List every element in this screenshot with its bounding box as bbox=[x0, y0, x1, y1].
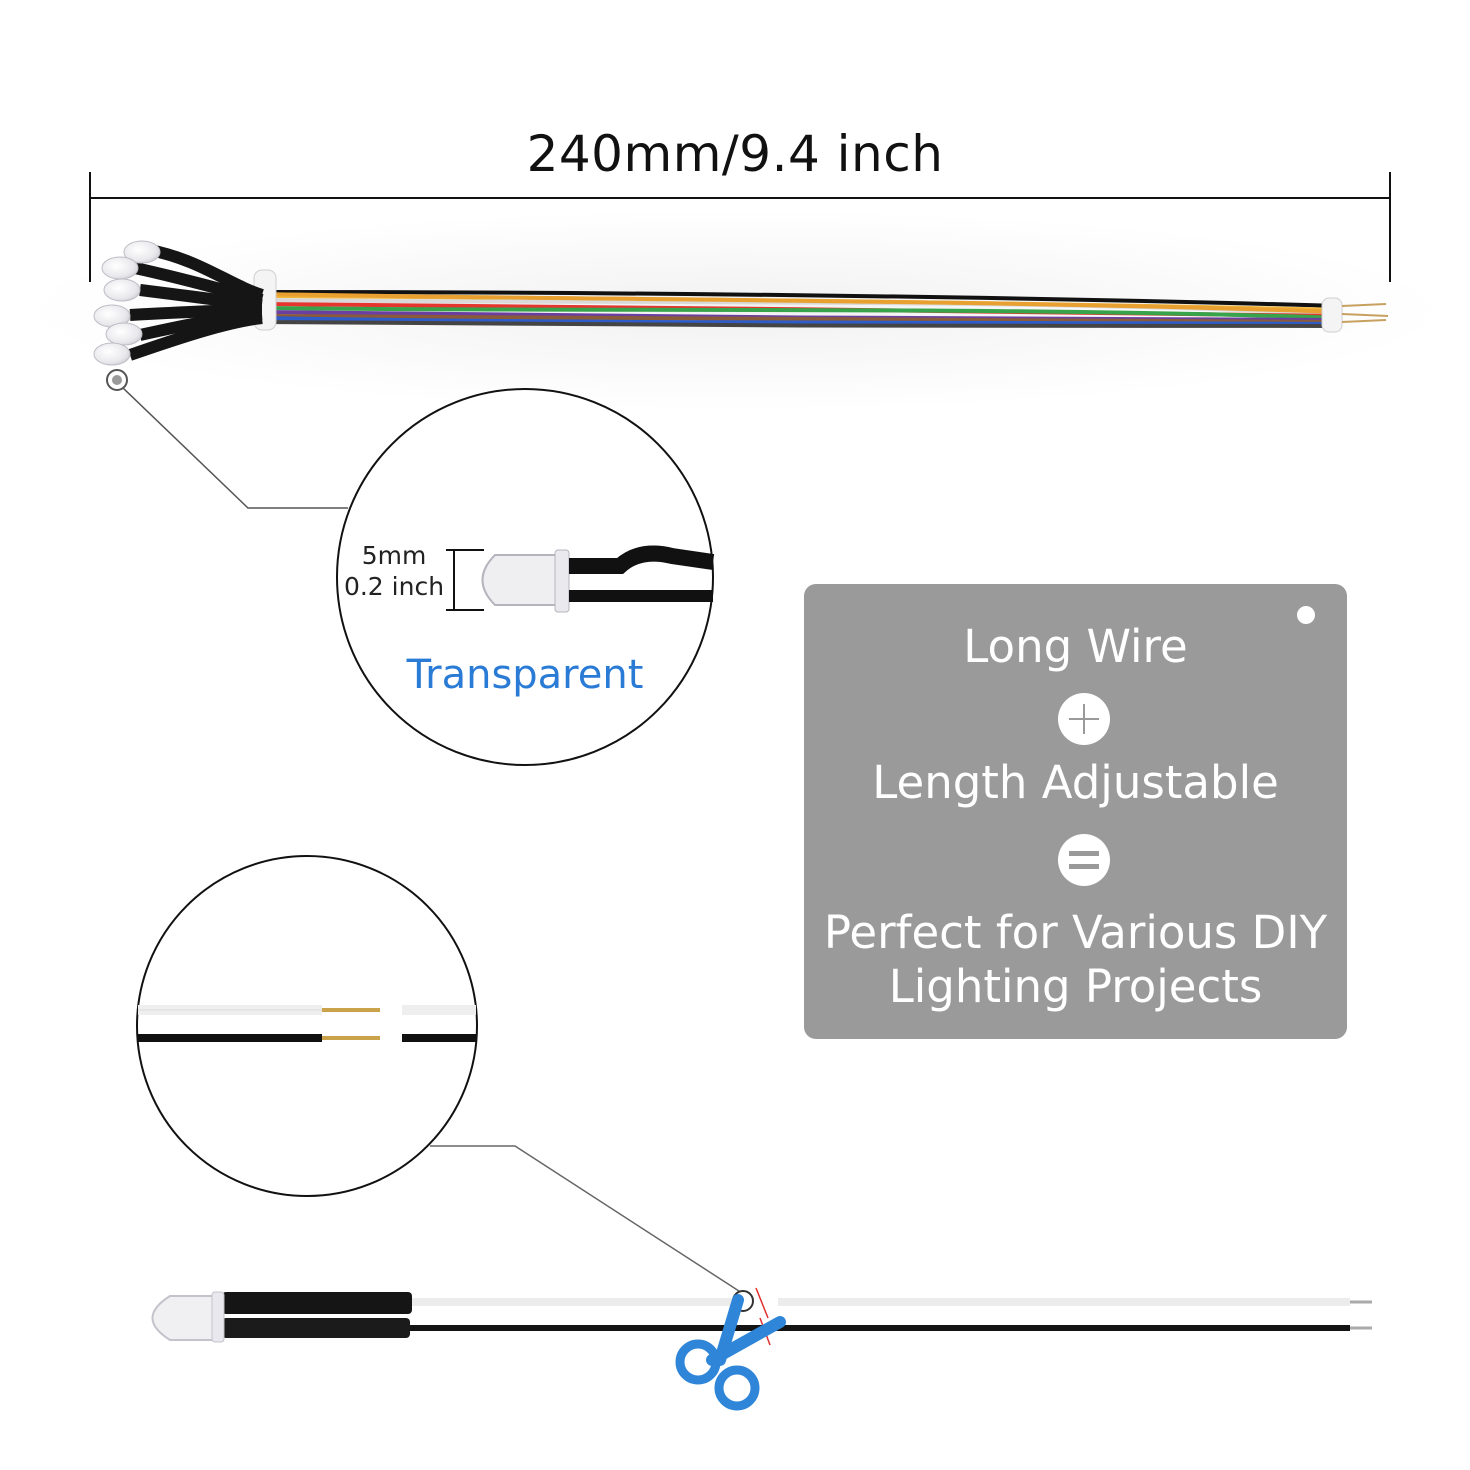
led-color-label: Transparent bbox=[406, 652, 644, 698]
led-size-mm: 5mm bbox=[361, 541, 427, 570]
led-cluster bbox=[93, 240, 264, 366]
single-led-wire bbox=[151, 1287, 1372, 1346]
wire-bundle bbox=[258, 290, 1342, 328]
panel-line-projects: Lighting Projects bbox=[888, 960, 1263, 1013]
led-size-inch: 0.2 inch bbox=[343, 572, 445, 601]
zoom-callout-top bbox=[106, 369, 348, 509]
zoom-circle-led bbox=[336, 388, 715, 766]
zoom-callout-bottom bbox=[430, 1145, 754, 1312]
wire-ends bbox=[1341, 303, 1389, 323]
scissors-icon bbox=[675, 1294, 786, 1411]
zoom-circle-wire bbox=[136, 855, 478, 1197]
panel-line-long-wire: Long Wire bbox=[963, 620, 1188, 673]
equals-icon bbox=[1058, 834, 1110, 886]
tag-hole bbox=[1297, 606, 1315, 624]
plus-icon bbox=[1058, 693, 1110, 745]
length-label: 240mm/9.4 inch bbox=[526, 125, 944, 183]
cable-tie-right bbox=[1321, 297, 1343, 333]
led-size-label: 5mm 0.2 inch bbox=[340, 540, 448, 602]
dimension-line bbox=[89, 172, 1391, 282]
feature-panel: Long Wire Length Adjustable Perfect for … bbox=[804, 584, 1347, 1039]
panel-line-length-adjustable: Length Adjustable bbox=[872, 756, 1279, 809]
panel-line-perfect: Perfect for Various DIY bbox=[823, 906, 1328, 959]
